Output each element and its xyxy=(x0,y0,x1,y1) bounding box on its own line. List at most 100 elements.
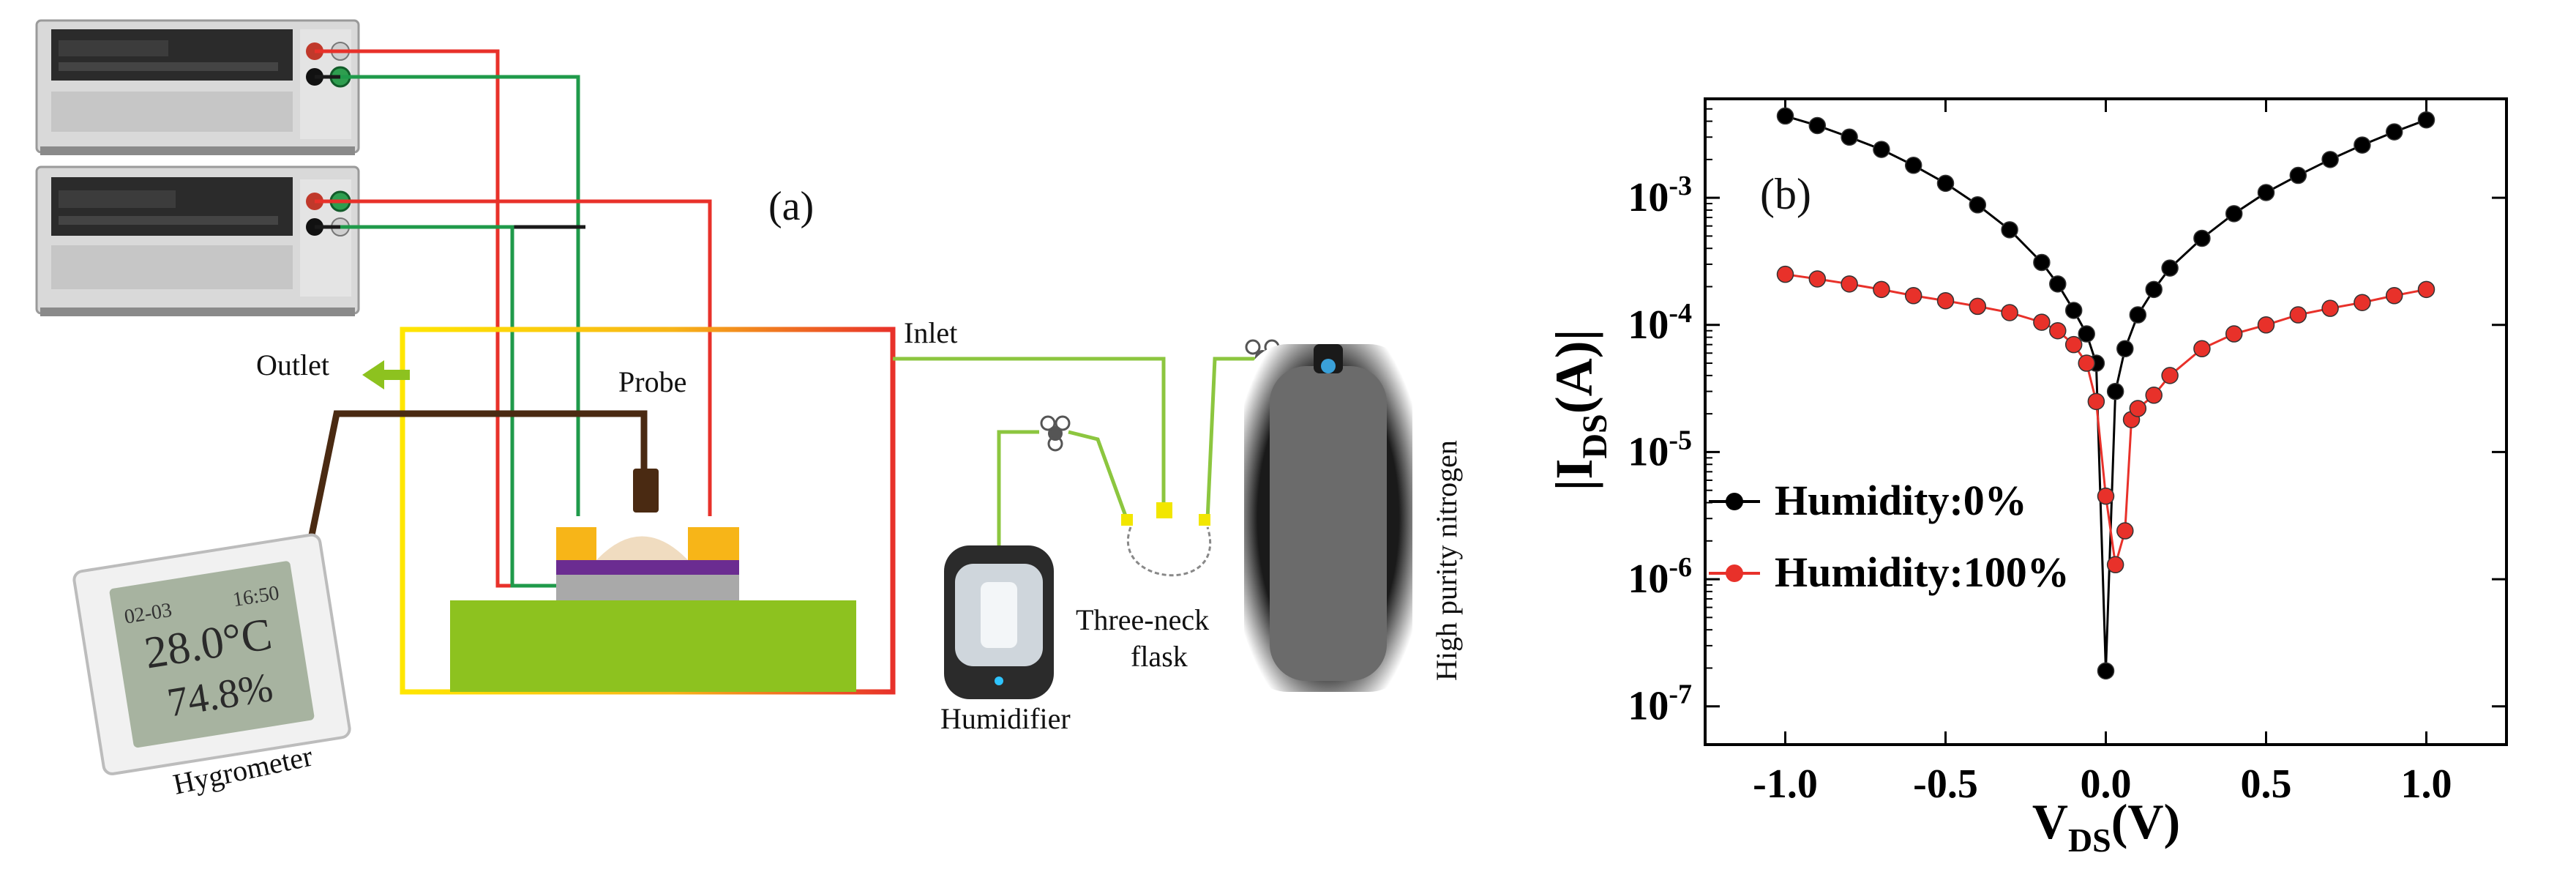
data-point xyxy=(1936,174,1955,193)
y-axis-label: |IDS(A)| xyxy=(1545,329,1614,491)
y-tick-labels: 10-7 10-6 10-5 10-4 10-3 xyxy=(1628,171,1692,729)
data-point xyxy=(2129,306,2147,324)
data-series xyxy=(1776,107,2435,680)
wire-green-1 xyxy=(340,75,580,516)
data-point xyxy=(1776,107,1794,125)
data-point xyxy=(1873,141,1890,158)
data-point xyxy=(1904,287,1922,305)
legend-label-1: Humidity:100% xyxy=(1775,548,2070,596)
data-point xyxy=(2321,299,2339,317)
probe-cable xyxy=(304,410,648,557)
source-meter-bottom xyxy=(35,165,360,316)
data-point xyxy=(2078,325,2095,343)
y-tick-label: 10-6 xyxy=(1628,552,1692,602)
data-point xyxy=(2385,123,2403,141)
data-point xyxy=(2193,229,2211,247)
data-point xyxy=(2064,302,2083,319)
electrode-left xyxy=(556,527,596,560)
data-point xyxy=(2001,304,2018,321)
data-point xyxy=(1776,265,1794,283)
data-point xyxy=(2033,313,2051,331)
data-point xyxy=(2161,259,2179,277)
legend-marker-1 xyxy=(1726,564,1743,582)
data-point xyxy=(2417,111,2435,129)
data-point xyxy=(1873,280,1890,299)
humidifier xyxy=(944,545,1054,699)
gas-lines xyxy=(893,357,1295,556)
nitrogen-label: High purity nitrogen xyxy=(1430,440,1463,681)
outlet-arrow xyxy=(362,360,410,390)
data-point xyxy=(2257,316,2275,334)
valve-icon xyxy=(1040,415,1071,452)
data-point xyxy=(1808,270,1827,288)
measurement-wires xyxy=(315,49,712,588)
data-point xyxy=(2321,151,2339,168)
legend-marker-0 xyxy=(1726,493,1743,510)
probe-label: Probe xyxy=(618,365,686,398)
data-point xyxy=(2064,335,2083,354)
humidifier-label: Humidifier xyxy=(940,702,1071,735)
data-point xyxy=(2289,306,2307,324)
flask-label-line1: Three-neck xyxy=(1076,603,1209,636)
three-neck-flask xyxy=(1121,502,1211,577)
data-point xyxy=(2001,221,2018,239)
x-tick-label: -1.0 xyxy=(1753,761,1818,807)
data-point xyxy=(1969,196,1987,214)
data-point xyxy=(2116,522,2134,540)
flask-label-line2: flask xyxy=(1131,640,1188,673)
series-line-1 xyxy=(1785,273,2427,565)
x-tick-label: -0.5 xyxy=(1913,761,1978,807)
data-point xyxy=(2354,136,2371,154)
data-point xyxy=(2097,487,2115,505)
data-point xyxy=(2289,166,2307,185)
data-point xyxy=(2225,205,2243,223)
legend: Humidity:0% Humidity:100% xyxy=(1709,477,2070,596)
data-point xyxy=(2129,400,2147,417)
data-point xyxy=(2145,387,2163,404)
data-point xyxy=(2087,392,2105,411)
heating-stage xyxy=(450,600,856,692)
x-tick-label: 1.0 xyxy=(2401,761,2452,807)
data-point xyxy=(2106,556,2124,574)
outlet-label: Outlet xyxy=(256,349,329,381)
wire-green-2 xyxy=(340,225,556,588)
inlet-label: Inlet xyxy=(904,316,957,349)
data-point xyxy=(2033,253,2051,272)
data-point xyxy=(2145,280,2163,299)
axis-ticks xyxy=(1705,98,2506,745)
panel-b-label: (b) xyxy=(1760,170,1811,218)
setup-schematic: 02-03 16:50 28.0°C 74.8% (a) Outlet Inle… xyxy=(35,19,1463,801)
y-tick-label: 10-4 xyxy=(1628,298,1692,348)
data-point xyxy=(2161,367,2179,384)
data-point xyxy=(2078,354,2095,372)
x-tick-label: 0.0 xyxy=(2081,761,2132,807)
probe xyxy=(633,469,659,513)
data-point xyxy=(2193,340,2211,358)
nitrogen-tank xyxy=(1244,344,1412,692)
wire-red-2 xyxy=(315,199,712,516)
data-point xyxy=(2257,184,2275,201)
data-point xyxy=(2049,321,2067,340)
y-tick-label: 10-5 xyxy=(1628,425,1692,474)
data-point xyxy=(2417,280,2435,299)
legend-label-0: Humidity:0% xyxy=(1775,477,2027,524)
x-axis-label: VDS(V) xyxy=(2032,794,2180,859)
y-tick-label: 10-7 xyxy=(1628,679,1692,729)
data-point xyxy=(2354,294,2371,311)
y-tick-label: 10-3 xyxy=(1628,171,1692,220)
data-point xyxy=(2049,275,2067,293)
active-layer xyxy=(556,560,739,575)
data-point xyxy=(2116,340,2134,358)
iv-chart: -1.0 -0.5 0.0 0.5 1.0 10-7 10-6 10-5 10-4 10-3 (… xyxy=(1545,97,2508,859)
data-point xyxy=(2385,287,2403,305)
source-meter-top xyxy=(35,19,360,155)
data-point xyxy=(1841,275,1858,293)
data-point xyxy=(1904,157,1922,174)
data-point xyxy=(1841,128,1858,146)
data-point xyxy=(1936,291,1955,310)
data-point xyxy=(1969,297,1987,316)
x-tick-label: 0.5 xyxy=(2241,761,2292,807)
electrode-right xyxy=(688,527,739,560)
data-point xyxy=(2106,382,2124,400)
